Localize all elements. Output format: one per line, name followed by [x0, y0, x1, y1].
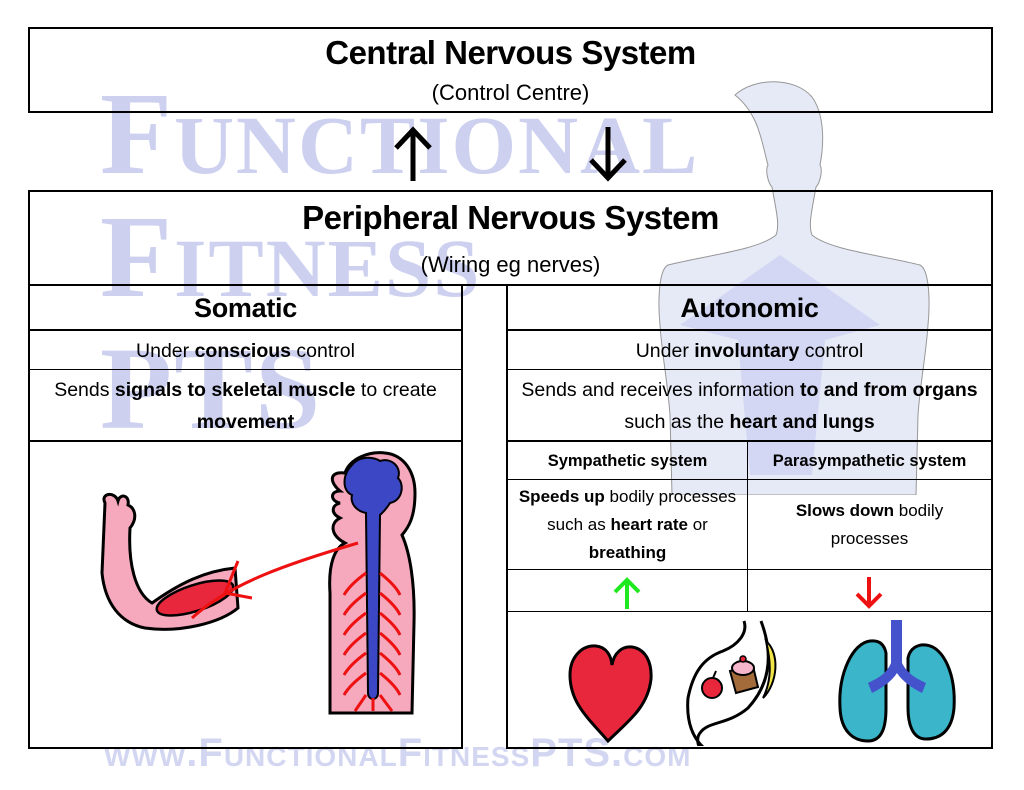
cns-subtitle: (Control Centre) — [431, 80, 590, 105]
text: bodily processes — [830, 500, 944, 548]
divider — [28, 329, 463, 331]
emphasis: movement — [196, 411, 295, 433]
emphasis: to and from organs — [799, 379, 978, 401]
cns-title: Central Nervous System — [325, 34, 696, 71]
heart-icon — [568, 644, 653, 744]
autonomic-title: Autonomic — [680, 292, 819, 323]
subtable-divider — [747, 441, 748, 612]
red-arrow-down-icon — [855, 577, 883, 609]
emphasis: Speeds up — [518, 486, 605, 506]
somatic-control: Under conscious control — [28, 331, 463, 370]
stomach-food-icon — [686, 620, 777, 746]
organ-illustrations — [568, 620, 956, 746]
cns-box — [28, 27, 993, 113]
arrow-down-icon — [589, 127, 627, 182]
autonomic-control: Under involuntary control — [506, 331, 993, 370]
green-arrow-up-icon — [613, 577, 641, 609]
text: bodily processes such as — [547, 486, 737, 534]
text: control — [291, 339, 355, 362]
parasympathetic-title: Parasympathetic system — [772, 451, 967, 470]
somatic-description: Sends signals to skeletal muscle to crea… — [28, 371, 463, 441]
arm-icon — [100, 493, 240, 631]
text: to create — [355, 379, 437, 401]
text: Under — [635, 339, 695, 362]
somatic-title: Somatic — [194, 292, 297, 323]
text: Under — [136, 339, 195, 362]
divider — [506, 369, 993, 370]
person-nervous-system-icon — [328, 451, 417, 715]
divider — [28, 369, 463, 370]
pns-box — [28, 190, 993, 286]
divider — [28, 440, 463, 442]
text: Sends — [54, 379, 115, 401]
lungs-icon — [838, 620, 956, 743]
emphasis: signals to skeletal muscle — [114, 379, 356, 401]
body-silhouette-icon — [658, 81, 930, 495]
arrow-up-icon — [394, 126, 432, 181]
emphasis-conscious: conscious — [194, 339, 292, 362]
emphasis: heart rate — [610, 514, 688, 534]
autonomic-description: Sends and receives information to and fr… — [506, 371, 993, 441]
divider — [506, 329, 993, 331]
emphasis: Slows down — [795, 500, 895, 520]
sympathetic-title: Sympathetic system — [547, 451, 708, 470]
text: control — [799, 339, 864, 362]
emphasis: breathing — [588, 542, 667, 562]
pns-title: Peripheral Nervous System — [302, 199, 719, 236]
nerve-signal-arrow-icon — [190, 541, 359, 620]
emphasis: heart and lungs — [729, 411, 875, 433]
divider — [506, 440, 993, 442]
somatic-illustration — [100, 451, 417, 715]
divider — [506, 611, 993, 612]
pns-divider — [28, 284, 993, 286]
divider — [506, 569, 993, 570]
text: Sends and receives information — [521, 379, 800, 401]
sympathetic-description: Speeds up bodily processes such as heart… — [508, 480, 747, 569]
text: such as the — [624, 411, 730, 433]
text: or — [687, 514, 708, 534]
emphasis-involuntary: involuntary — [694, 339, 800, 362]
parasympathetic-description: Slows down bodily processes — [748, 480, 991, 569]
pns-subtitle: (Wiring eg nerves) — [420, 252, 601, 277]
divider — [506, 479, 993, 480]
